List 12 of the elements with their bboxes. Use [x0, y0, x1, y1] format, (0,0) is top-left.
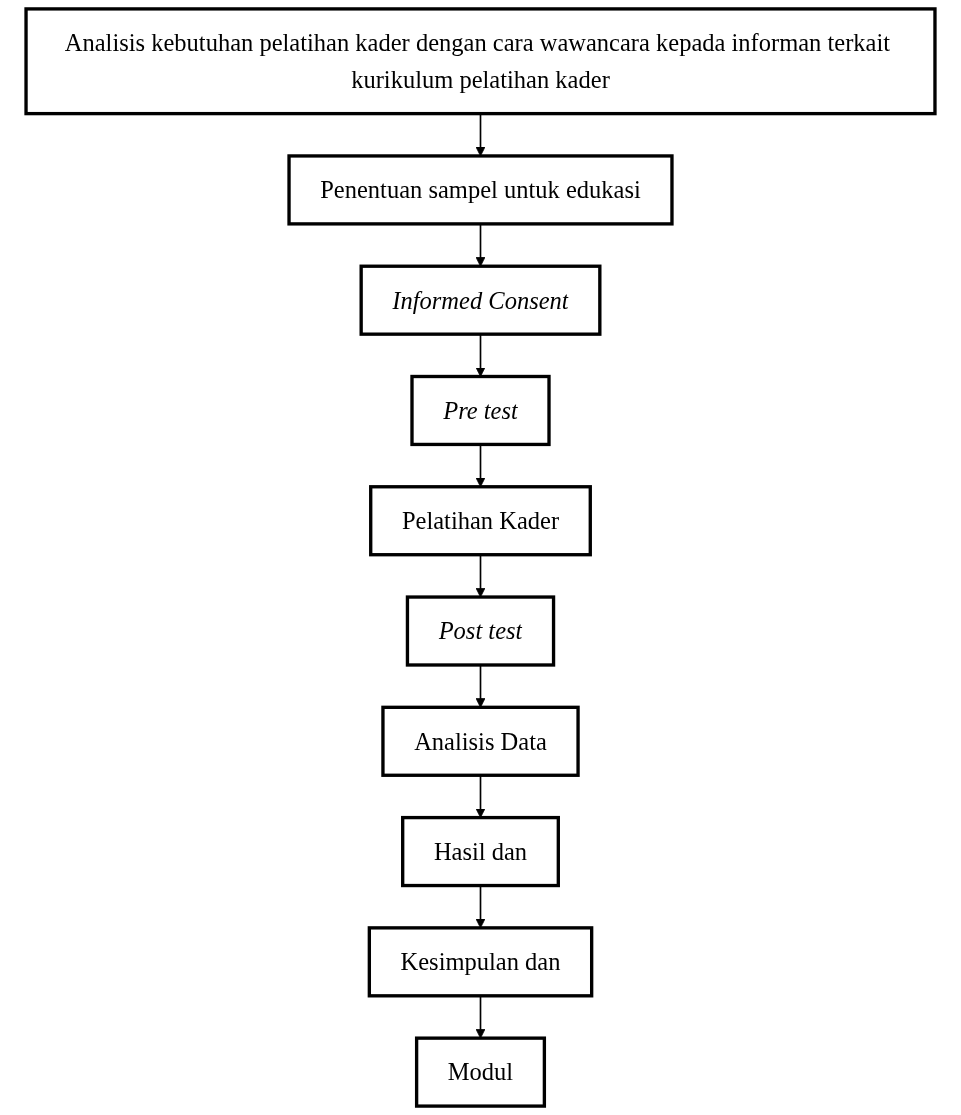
node-box: Post test — [405, 595, 556, 667]
arrow — [475, 664, 486, 708]
node-box: Pre test — [410, 374, 551, 447]
node-box: Pelatihan Kader — [369, 485, 592, 557]
node-box: Informed Consent — [359, 264, 602, 336]
node-box: Kesimpulan dan — [367, 926, 594, 998]
node-box: Analisis kebutuhan pelatihan kader dengan cara wawancara kepada informan terkait kurikulum pelatihan kader — [24, 7, 937, 116]
node-box: Analisis Data — [381, 705, 580, 777]
node-box: Penentuan sampel untuk edukasi — [287, 154, 674, 226]
node-box: Hasil dan — [401, 815, 560, 888]
arrow — [475, 223, 486, 267]
node-box: Modul — [414, 1036, 547, 1108]
